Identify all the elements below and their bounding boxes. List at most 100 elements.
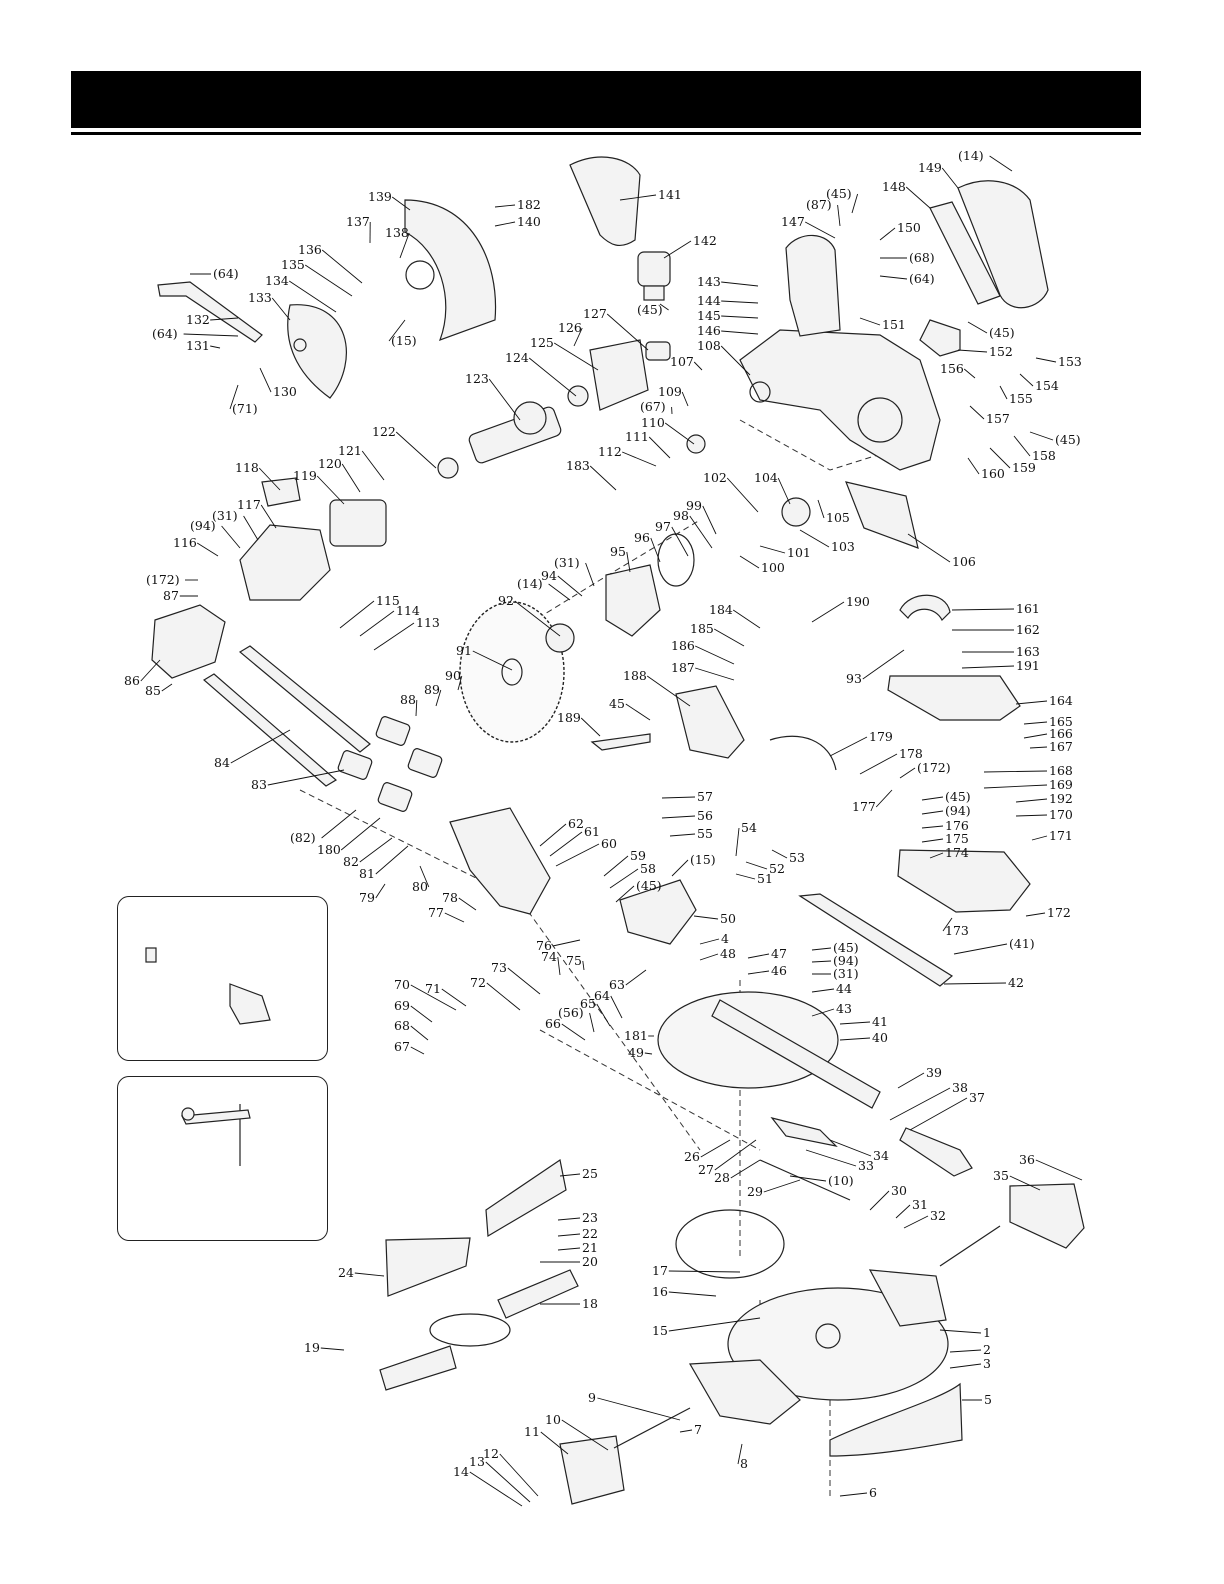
callout-label: 48 bbox=[720, 946, 736, 961]
callout-leader bbox=[619, 194, 657, 201]
callout-label: 77 bbox=[428, 905, 444, 920]
callout-label: 140 bbox=[517, 214, 541, 229]
bearing-122 bbox=[437, 457, 459, 479]
callout-leader bbox=[967, 457, 980, 475]
base bbox=[688, 1269, 949, 1425]
callout-leader bbox=[435, 689, 442, 707]
callout-label: 126 bbox=[558, 320, 582, 335]
saw-blade bbox=[459, 601, 565, 743]
callout-leader bbox=[316, 475, 345, 505]
callout-label: 12 bbox=[483, 1446, 499, 1461]
callout-leader bbox=[557, 575, 583, 597]
lower-blade-guard bbox=[287, 304, 347, 399]
callout-label: 50 bbox=[720, 911, 736, 926]
gasket-96 bbox=[657, 533, 695, 587]
callout-label: 67 bbox=[394, 1039, 410, 1054]
callout-leader bbox=[799, 529, 830, 548]
callout-leader bbox=[811, 988, 835, 993]
callout-leader bbox=[1025, 912, 1046, 917]
callout-label: 97 bbox=[655, 519, 671, 534]
callout-label: 76 bbox=[536, 938, 552, 953]
callout-label: 116 bbox=[173, 535, 197, 550]
callout-label: 167 bbox=[1049, 739, 1073, 754]
callout-leader bbox=[410, 1025, 429, 1041]
callout-leader bbox=[699, 938, 720, 945]
callout-leader bbox=[196, 542, 219, 557]
callout-label: 113 bbox=[416, 615, 440, 630]
callout-label: 87 bbox=[163, 588, 179, 603]
callout-leader bbox=[735, 827, 740, 857]
callout-label: 153 bbox=[1058, 354, 1082, 369]
callout-label: 84 bbox=[214, 755, 230, 770]
callout-leader bbox=[528, 357, 577, 397]
callout-label: 103 bbox=[831, 539, 855, 554]
callout-leader bbox=[410, 984, 457, 1011]
slide-rails bbox=[202, 645, 371, 787]
callout-leader bbox=[921, 825, 944, 829]
callout-label: 106 bbox=[952, 554, 976, 569]
callout-label: 141 bbox=[658, 187, 682, 202]
lock-bracket-33 bbox=[770, 1116, 838, 1147]
switch-housing-174 bbox=[897, 849, 1031, 913]
label-118 bbox=[261, 477, 301, 507]
callout-label: (172) bbox=[146, 572, 180, 587]
callout-leader bbox=[557, 1233, 581, 1237]
callout-leader bbox=[837, 204, 841, 227]
callout-label: 40 bbox=[872, 1030, 888, 1045]
motor-bracket bbox=[919, 319, 961, 357]
callout-leader bbox=[921, 796, 944, 801]
callout-leader bbox=[721, 315, 759, 319]
callout-leader bbox=[582, 960, 585, 971]
callout-label: (71) bbox=[232, 401, 258, 416]
callout-leader bbox=[395, 431, 437, 469]
callout-leader bbox=[939, 1329, 982, 1334]
callout-leader bbox=[559, 1173, 581, 1177]
callout-leader bbox=[410, 1005, 433, 1023]
callout-label: 4 bbox=[721, 931, 729, 946]
callout-label: 155 bbox=[1009, 391, 1033, 406]
callout-label: 62 bbox=[568, 816, 584, 831]
callout-leader bbox=[375, 883, 386, 899]
callout-leader bbox=[875, 789, 893, 808]
callout-label: 111 bbox=[625, 429, 649, 444]
callout-leader bbox=[260, 504, 277, 529]
callout-leader bbox=[747, 970, 770, 975]
callout-label: 114 bbox=[396, 603, 420, 618]
callout-leader bbox=[1019, 373, 1034, 387]
callout-leader bbox=[942, 917, 953, 932]
callout-label: (15) bbox=[690, 852, 716, 867]
callout-label: 43 bbox=[836, 1001, 852, 1016]
callout-leader bbox=[1023, 733, 1048, 739]
callout-label: 11 bbox=[524, 1424, 540, 1439]
callout-label: 86 bbox=[124, 673, 140, 688]
callout-label: 44 bbox=[836, 981, 852, 996]
callout-label: (14) bbox=[517, 576, 543, 591]
callout-label: 20 bbox=[582, 1254, 598, 1269]
callout-label: 183 bbox=[566, 458, 590, 473]
callout-label: 151 bbox=[882, 317, 906, 332]
callout-label: 168 bbox=[1049, 763, 1073, 778]
callout-leader bbox=[771, 849, 788, 859]
callout-label: 78 bbox=[442, 890, 458, 905]
callout-label: 130 bbox=[273, 384, 297, 399]
callout-label: 17 bbox=[652, 1263, 668, 1278]
callout-label: 73 bbox=[491, 960, 507, 975]
fence-left-24 bbox=[385, 1237, 471, 1297]
callout-leader bbox=[485, 1461, 531, 1503]
callout-label: 35 bbox=[993, 1168, 1009, 1183]
callout-leader bbox=[375, 845, 409, 875]
callout-leader bbox=[720, 345, 751, 376]
callout-leader bbox=[879, 227, 896, 241]
callout-leader bbox=[777, 477, 791, 505]
callout-label: 173 bbox=[945, 923, 969, 938]
callout-leader bbox=[373, 622, 415, 651]
callout-leader bbox=[1015, 700, 1048, 705]
dust-port-elbow bbox=[637, 251, 671, 301]
callout-leader bbox=[671, 859, 689, 877]
callout-leader bbox=[469, 1471, 523, 1507]
callout-label: 157 bbox=[986, 411, 1010, 426]
callout-label: (31) bbox=[833, 966, 859, 981]
callout-label: (41) bbox=[1009, 936, 1035, 951]
callout-label: (82) bbox=[290, 830, 316, 845]
callout-leader bbox=[739, 555, 760, 569]
